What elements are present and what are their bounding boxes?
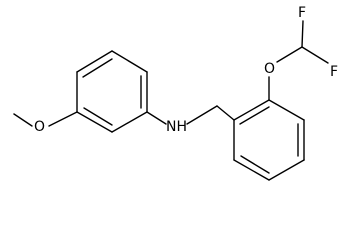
bond <box>111 50 148 73</box>
bond <box>82 58 113 78</box>
structure-diagram: O NH O F F <box>13 5 338 181</box>
fluorine-top-label: F <box>298 5 306 21</box>
bond <box>48 111 78 127</box>
methoxy-oxygen-label: O <box>34 119 45 135</box>
bond <box>233 159 270 181</box>
benzyl-ring <box>233 99 305 181</box>
bond <box>111 111 148 133</box>
bond <box>76 50 113 73</box>
bond <box>186 105 218 125</box>
bond <box>301 20 304 48</box>
ether-oxygen-label: O <box>264 61 275 77</box>
bond <box>268 159 305 181</box>
molecule-svg: O NH O F F <box>13 5 338 181</box>
bond <box>233 99 270 121</box>
bond <box>268 99 305 121</box>
difluoromethoxy-group: O F F <box>264 5 338 101</box>
bond <box>239 106 270 125</box>
bond <box>276 46 303 63</box>
bond <box>146 111 167 125</box>
bond <box>76 111 113 133</box>
amine-linker: NH <box>146 105 235 135</box>
amine-label: NH <box>166 119 187 135</box>
fluorine-right-label: F <box>330 64 338 80</box>
methoxy-group: O <box>13 111 78 135</box>
bond <box>301 46 329 64</box>
bond <box>240 155 270 174</box>
methoxyphenyl-ring <box>76 50 148 133</box>
bond <box>83 107 113 126</box>
bond <box>216 105 235 121</box>
bond <box>13 113 33 127</box>
